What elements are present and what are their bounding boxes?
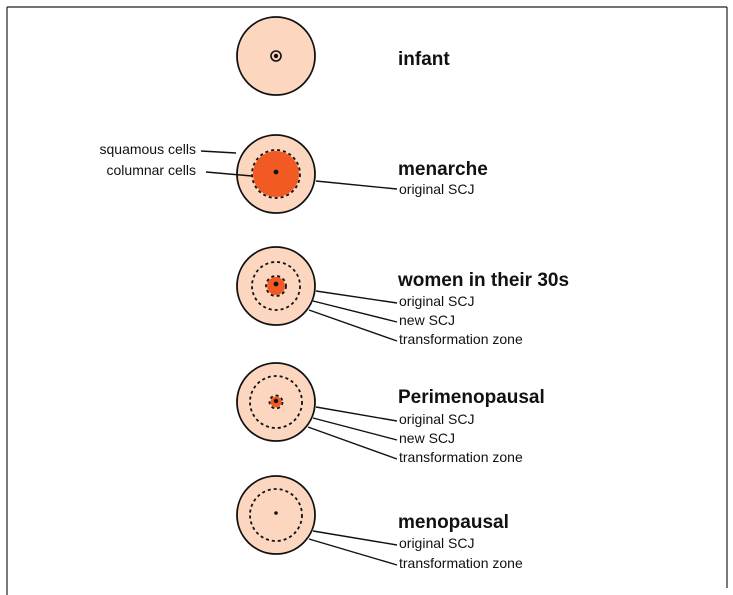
leader-perimenopausal-transformation-zone: [308, 427, 397, 459]
os-dot-infant: [274, 54, 278, 58]
os-dot-menopausal: [274, 511, 278, 515]
leader-30s-transformation-zone: [309, 310, 397, 341]
stage-label-perimenopausal-transformation-zone: transformation zone: [399, 449, 523, 465]
stage-menopausal: menopausal original SCJ transformation z…: [237, 476, 523, 571]
leader-30s-original-scj: [316, 291, 397, 303]
leader-perimenopausal-original-scj: [316, 407, 397, 421]
os-dot-menarche: [274, 170, 279, 175]
stage-menarche: squamous cells columnar cells menarche o…: [100, 135, 488, 213]
stage-title-menopausal: menopausal: [398, 512, 509, 533]
cervix-outer-menopausal: [237, 476, 315, 554]
leader-menopausal-original-scj: [313, 531, 397, 545]
leader-menarche-original-scj: [316, 181, 397, 189]
stage-title-infant: infant: [398, 49, 450, 70]
stage-label-perimenopausal-original-scj: original SCJ: [399, 411, 474, 427]
stage-label-30s-transformation-zone: transformation zone: [399, 331, 523, 347]
stage-infant: infant: [237, 17, 450, 95]
stage-title-30s: women in their 30s: [397, 270, 569, 291]
stage-title-perimenopausal: Perimenopausal: [398, 387, 545, 408]
stage-label-menopausal-transformation-zone: transformation zone: [399, 555, 523, 571]
os-dot-perimenopausal: [274, 399, 278, 403]
stage-label-30s-original-scj: original SCJ: [399, 293, 474, 309]
os-dot-30s: [274, 282, 279, 287]
stage-label-menarche-original-scj: original SCJ: [399, 181, 474, 197]
stage-title-menarche: menarche: [398, 159, 488, 180]
stage-label-30s-new-scj: new SCJ: [399, 312, 455, 328]
squamous-cells-leader: [201, 151, 236, 153]
stage-perimenopausal: Perimenopausal original SCJ new SCJ tran…: [237, 363, 545, 465]
squamous-cells-label: squamous cells: [100, 141, 197, 157]
stage-label-menopausal-original-scj: original SCJ: [399, 535, 474, 551]
columnar-cells-label: columnar cells: [107, 162, 196, 178]
stage-label-perimenopausal-new-scj: new SCJ: [399, 430, 455, 446]
leader-perimenopausal-new-scj: [313, 418, 397, 440]
stage-women-30s: women in their 30s original SCJ new SCJ …: [237, 247, 569, 347]
leader-30s-new-scj: [313, 301, 397, 322]
